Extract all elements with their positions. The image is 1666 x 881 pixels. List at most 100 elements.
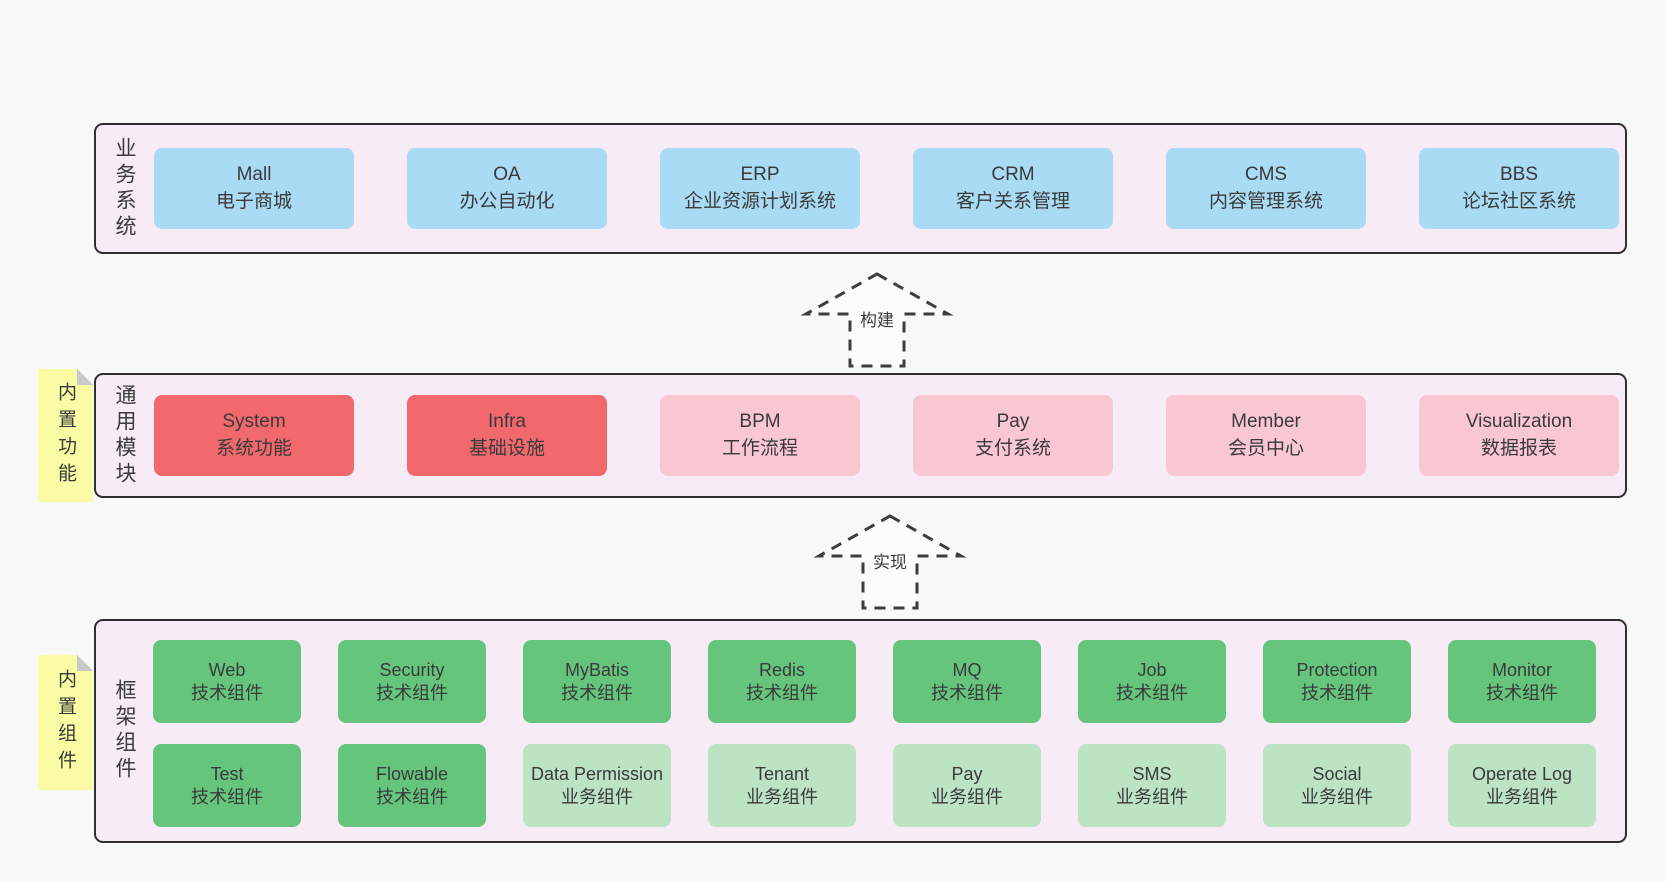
sticky-label: 内置组件: [55, 668, 76, 777]
sticky-paper: [38, 655, 93, 790]
box-subtitle: 业务组件: [931, 786, 1003, 807]
component-box-mybatis: MyBatis 技术组件: [523, 640, 671, 723]
arrow-label: 实现: [870, 551, 910, 575]
box-subtitle: 技术组件: [191, 682, 263, 703]
common-modules-row: System 系统功能 Infra 基础设施 BPM 工作流程 Pay 支付系统…: [154, 375, 1619, 496]
component-box-tenant: Tenant 业务组件: [708, 744, 856, 827]
box-title: Security: [379, 660, 445, 680]
framework-components-grid: Web 技术组件 Security 技术组件 MyBatis 技术组件 Redi…: [153, 640, 1596, 827]
box-subtitle: 办公自动化: [459, 190, 555, 212]
box-title: Pay: [996, 410, 1030, 432]
box-subtitle: 技术组件: [1486, 682, 1558, 703]
system-box-crm: CRM 客户关系管理: [913, 148, 1113, 229]
business-systems-band: 业务系统 Mall 电子商城 OA 办公自动化 ERP 企业资源计划系统 CRM…: [94, 123, 1627, 254]
business-systems-row: Mall 电子商城 OA 办公自动化 ERP 企业资源计划系统 CRM 客户关系…: [154, 125, 1619, 252]
box-subtitle: 数据报表: [1480, 437, 1557, 459]
sticky-label: 内置功能: [55, 381, 76, 490]
system-box-oa: OA 办公自动化: [407, 148, 607, 229]
component-box-data-permission: Data Permission 业务组件: [523, 744, 671, 827]
box-title: BPM: [739, 410, 781, 432]
box-title: System: [222, 410, 286, 432]
system-box-mall: Mall 电子商城: [154, 148, 354, 229]
module-box-infra: Infra 基础设施: [407, 395, 607, 476]
system-box-bbs: BBS 论坛社区系统: [1419, 148, 1619, 229]
box-title: MyBatis: [564, 660, 629, 680]
module-box-visualization: Visualization 数据报表: [1419, 395, 1619, 476]
sticky-paper: [38, 369, 93, 502]
box-title: Pay: [951, 764, 983, 784]
component-box-pay: Pay 业务组件: [893, 744, 1041, 827]
box-subtitle: 论坛社区系统: [1461, 190, 1576, 212]
box-title: BBS: [1499, 163, 1539, 185]
box-subtitle: 技术组件: [746, 682, 818, 703]
box-title: Member: [1231, 410, 1301, 432]
arrow-label: 构建: [857, 309, 897, 333]
sticky-note-built-in-components: 内置组件: [38, 655, 93, 790]
system-box-erp: ERP 企业资源计划系统: [660, 148, 860, 229]
band-label: 通用模块: [113, 383, 136, 488]
box-title: Test: [210, 764, 244, 784]
folded-corner-icon: [77, 369, 93, 385]
component-box-protection: Protection 技术组件: [1263, 640, 1411, 723]
box-title: Social: [1312, 764, 1362, 784]
band-label: 业务系统: [113, 136, 136, 241]
component-box-monitor: Monitor 技术组件: [1448, 640, 1596, 723]
box-title: Operate Log: [1471, 764, 1573, 784]
box-subtitle: 客户关系管理: [955, 190, 1070, 212]
band-label: 框架组件: [113, 679, 136, 783]
box-subtitle: 支付系统: [974, 437, 1051, 459]
box-title: Flowable: [375, 764, 449, 784]
box-subtitle: 技术组件: [1301, 682, 1373, 703]
box-subtitle: 会员中心: [1227, 437, 1304, 459]
box-title: Job: [1137, 660, 1167, 680]
framework-components-band: 框架组件 Web 技术组件 Security 技术组件 MyBatis 技术组件…: [94, 619, 1627, 843]
dashed-up-arrow-build: 构建: [800, 272, 954, 368]
component-box-web: Web 技术组件: [153, 640, 301, 723]
module-box-system: System 系统功能: [154, 395, 354, 476]
component-box-sms: SMS 业务组件: [1078, 744, 1226, 827]
box-title: ERP: [740, 163, 780, 185]
component-box-job: Job 技术组件: [1078, 640, 1226, 723]
box-title: Infra: [487, 410, 527, 432]
box-subtitle: 内容管理系统: [1208, 190, 1323, 212]
sticky-note-built-in-features: 内置功能: [38, 369, 93, 502]
box-subtitle: 业务组件: [1116, 786, 1188, 807]
folded-corner-icon: [77, 655, 93, 671]
box-subtitle: 电子商城: [215, 190, 292, 212]
box-subtitle: 技术组件: [1116, 682, 1188, 703]
box-title: Visualization: [1465, 410, 1573, 432]
system-box-cms: CMS 内容管理系统: [1166, 148, 1366, 229]
box-title: Web: [208, 660, 246, 680]
box-title: Data Permission: [530, 764, 664, 784]
box-subtitle: 系统功能: [215, 437, 292, 459]
box-subtitle: 技术组件: [191, 786, 263, 807]
module-box-bpm: BPM 工作流程: [660, 395, 860, 476]
module-box-member: Member 会员中心: [1166, 395, 1366, 476]
component-box-redis: Redis 技术组件: [708, 640, 856, 723]
box-title: CRM: [991, 163, 1035, 185]
box-title: OA: [493, 163, 521, 185]
box-subtitle: 技术组件: [561, 682, 633, 703]
box-subtitle: 技术组件: [376, 682, 448, 703]
component-box-test: Test 技术组件: [153, 744, 301, 827]
box-title: Monitor: [1491, 660, 1553, 680]
box-title: CMS: [1244, 163, 1288, 185]
box-title: MQ: [952, 660, 982, 680]
dashed-up-arrow-implement: 实现: [813, 514, 967, 610]
box-subtitle: 技术组件: [376, 786, 448, 807]
box-subtitle: 基础设施: [468, 437, 545, 459]
box-title: Mall: [236, 163, 272, 185]
module-box-pay: Pay 支付系统: [913, 395, 1113, 476]
box-subtitle: 企业资源计划系统: [683, 190, 836, 212]
common-modules-band: 通用模块 System 系统功能 Infra 基础设施 BPM 工作流程 Pay…: [94, 373, 1627, 498]
box-title: Protection: [1296, 660, 1378, 680]
box-title: SMS: [1132, 764, 1172, 784]
component-box-social: Social 业务组件: [1263, 744, 1411, 827]
box-subtitle: 业务组件: [1486, 786, 1558, 807]
component-box-mq: MQ 技术组件: [893, 640, 1041, 723]
component-box-flowable: Flowable 技术组件: [338, 744, 486, 827]
box-title: Tenant: [754, 764, 810, 784]
box-title: Redis: [758, 660, 806, 680]
box-subtitle: 业务组件: [746, 786, 818, 807]
components-row-2: Test 技术组件 Flowable 技术组件 Data Permission …: [153, 744, 1596, 827]
